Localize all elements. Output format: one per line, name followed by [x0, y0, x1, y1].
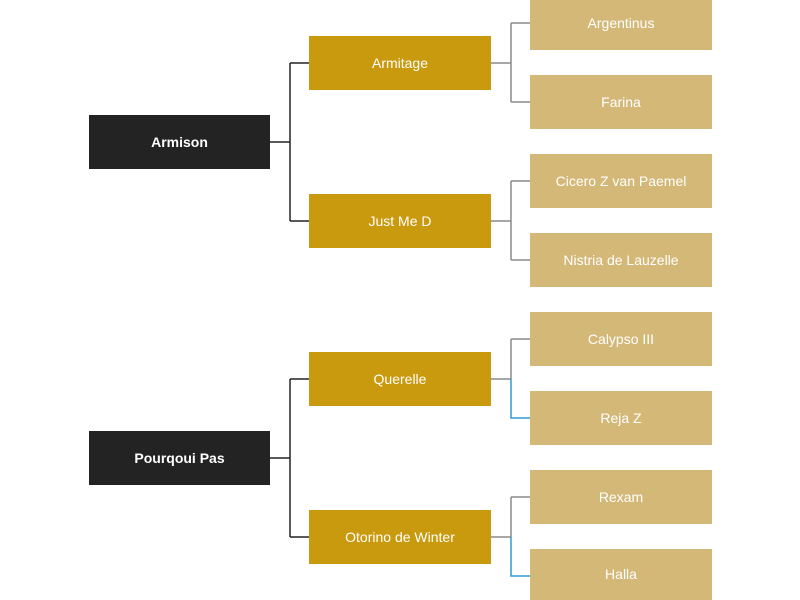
- pedigree-node-dam: Otorino de Winter: [309, 510, 491, 564]
- pedigree-node-granddam: Nistria de Lauzelle: [530, 233, 712, 287]
- connector-querelle-dam: [510, 379, 530, 419]
- connector-otorino-dam: [510, 537, 530, 577]
- connector-pourqoui-pas: [270, 378, 309, 538]
- pedigree-node-grandsire: Rexam: [530, 470, 712, 524]
- pedigree-node-subject: Pourqoui Pas: [89, 431, 270, 485]
- pedigree-node-granddam: Halla: [530, 549, 712, 600]
- pedigree-node-subject: Armison: [89, 115, 270, 169]
- pedigree-node-granddam: Farina: [530, 75, 712, 129]
- pedigree-node-sire: Querelle: [309, 352, 491, 406]
- pedigree-node-granddam: Reja Z: [530, 391, 712, 445]
- pedigree-node-grandsire: Calypso III: [530, 312, 712, 366]
- connector-armitage: [491, 22, 530, 103]
- pedigree-node-sire: Armitage: [309, 36, 491, 90]
- pedigree-node-dam: Just Me D: [309, 194, 491, 248]
- connector-just-me-d: [491, 180, 530, 261]
- connector-armison: [270, 62, 309, 222]
- connector-otorino-sire: [491, 496, 530, 538]
- connector-querelle-sire: [491, 338, 530, 380]
- pedigree-node-grandsire: Argentinus: [530, 0, 712, 50]
- pedigree-node-grandsire: Cicero Z van Paemel: [530, 154, 712, 208]
